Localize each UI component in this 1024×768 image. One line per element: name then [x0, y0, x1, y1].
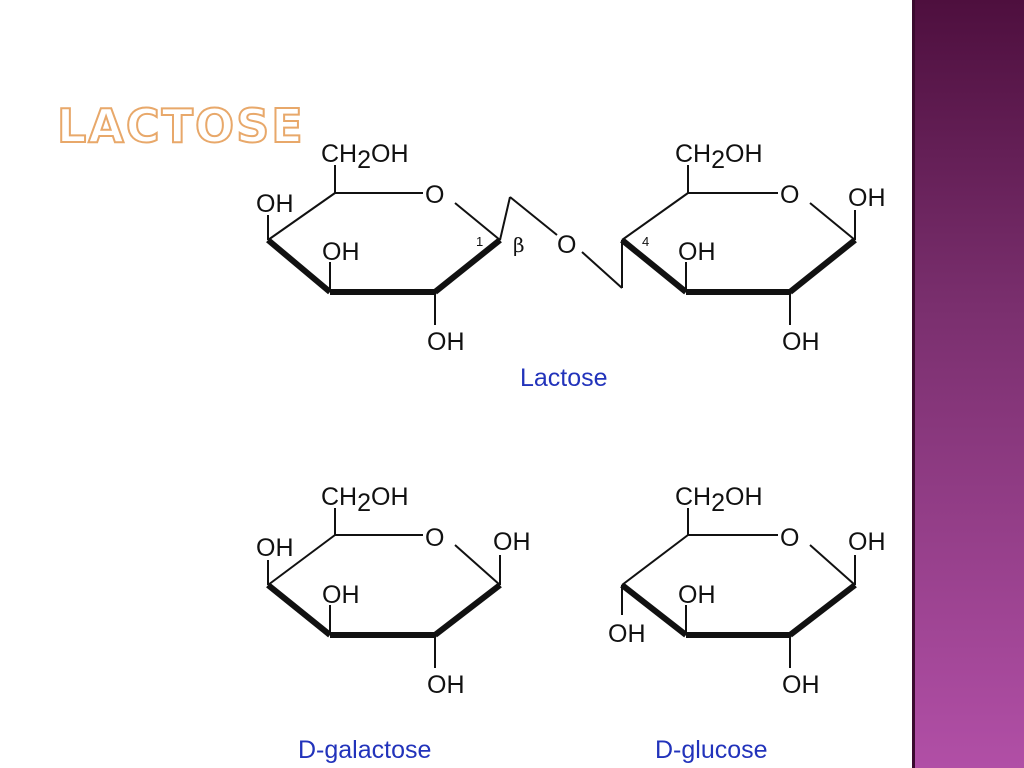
- beta-label: β: [513, 233, 525, 257]
- lactose-caption: Lactose: [520, 364, 608, 392]
- sidebar-edge: [912, 0, 915, 768]
- bond-c2-c1-bold: [788, 237, 857, 295]
- galactose-c3-oh: OH: [322, 581, 360, 609]
- bond-glycosidic-o-down: [581, 251, 623, 289]
- right-ring-oxygen: O: [780, 181, 799, 209]
- glucose-caption: D-glucose: [655, 736, 768, 764]
- lactose-right-ring: CH2OH O OH OH OH: [620, 140, 886, 356]
- decorative-sidebar: [912, 0, 1024, 768]
- bond-c4-c3-bold: [266, 237, 332, 295]
- glucose-c2-oh: OH: [782, 671, 820, 699]
- bond-c5-c4: [621, 534, 689, 586]
- galactose-ch2oh-label: CH2OH: [321, 483, 409, 517]
- glucose-ch2oh-label: CH2OH: [675, 483, 763, 517]
- carbon-4-label: 4: [642, 234, 649, 249]
- bond-c4-c3-bold: [620, 582, 688, 638]
- bond-c5-c4: [267, 192, 336, 241]
- chemical-structures-diagram: CH2OH O OH OH OH 1 β O 4 CH2OH O OH OH O…: [256, 140, 886, 764]
- bond-o-c1: [809, 544, 856, 586]
- left-c3-oh: OH: [322, 238, 360, 266]
- left-ring-oxygen: O: [425, 181, 444, 209]
- lactose-left-ring: CH2OH O OH OH OH 1 β O 4: [256, 140, 649, 356]
- galactose-c1-oh: OH: [493, 528, 531, 556]
- left-c2-oh: OH: [427, 328, 465, 356]
- right-c1-oh: OH: [848, 184, 886, 212]
- bond-c4-c3-bold: [620, 237, 688, 295]
- bond-o-c1: [809, 202, 856, 241]
- galactose-c4-oh: OH: [256, 534, 294, 562]
- bond-c1-up: [499, 196, 511, 241]
- carbon-1-label: 1: [476, 234, 483, 249]
- bond-c2-c1-bold: [433, 237, 502, 295]
- glucose-c4-oh: OH: [608, 620, 646, 648]
- glucose-ring-oxygen: O: [780, 524, 799, 552]
- bond-to-glycosidic-o: [509, 196, 558, 236]
- glycosidic-oxygen: O: [557, 231, 576, 259]
- bond-c5-c4: [267, 534, 336, 586]
- right-c3-oh: OH: [678, 238, 716, 266]
- galactose-ring-oxygen: O: [425, 524, 444, 552]
- bond-c4-c3-bold: [266, 582, 332, 638]
- galactose-c2-oh: OH: [427, 671, 465, 699]
- right-c2-oh: OH: [782, 328, 820, 356]
- right-ch2oh-label: CH2OH: [675, 140, 763, 174]
- bond-o-c1: [454, 202, 501, 241]
- left-c4-oh: OH: [256, 190, 294, 218]
- galactose-caption: D-galactose: [298, 736, 431, 764]
- d-galactose-structure: CH2OH O OH OH OH OH: [256, 483, 531, 699]
- bond-o-c1: [454, 544, 501, 586]
- d-glucose-structure: CH2OH O OH OH OH OH: [608, 483, 886, 699]
- left-ch2oh-label: CH2OH: [321, 140, 409, 174]
- glucose-c1-oh: OH: [848, 528, 886, 556]
- bond-c5-c4: [621, 192, 689, 241]
- glucose-c3-oh: OH: [678, 581, 716, 609]
- slide-title: LACTOSE: [56, 99, 305, 153]
- bond-c2-c1-bold: [788, 582, 857, 638]
- bond-c2-c1-bold: [433, 582, 502, 638]
